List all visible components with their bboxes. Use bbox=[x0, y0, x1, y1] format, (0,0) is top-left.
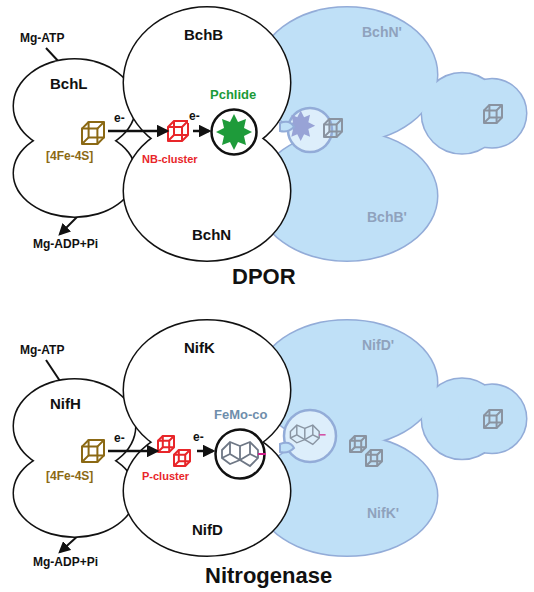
node-label: [4Fe-4S] bbox=[46, 150, 93, 163]
edge-label: e- bbox=[188, 110, 201, 123]
node-label: BchN' bbox=[362, 25, 402, 40]
edge-label: e- bbox=[192, 431, 205, 444]
protein-subunit: BchB NB-clusterBchN Pchlide bbox=[122, 5, 292, 263]
protein-subunit: BchN' BchB' bbox=[262, 5, 530, 263]
node-label: NifD bbox=[192, 522, 223, 539]
node-label: BchL bbox=[50, 76, 88, 93]
subunit-outline bbox=[210, 108, 258, 156]
protein-subunit: NifD' NifK' bbox=[262, 318, 530, 558]
node-label: Pchlide bbox=[210, 88, 256, 102]
cofactor-site: FeMo-co bbox=[214, 428, 266, 480]
protein-subunit: NifH [4Fe-4S] bbox=[12, 378, 137, 538]
node-label: BchB' bbox=[367, 210, 407, 225]
node-label: FeMo-co bbox=[214, 408, 267, 422]
panel-title: DPOR bbox=[232, 265, 296, 289]
node-label: [4Fe-4S] bbox=[46, 470, 93, 483]
substrate-label: Mg-ATP bbox=[20, 344, 64, 357]
electron-transfer-arrow bbox=[197, 450, 213, 453]
protein-subunit: NifK P-clusterNifD FeMo-co bbox=[122, 318, 292, 558]
node-label: NifK bbox=[184, 340, 215, 357]
node-label: NifH bbox=[50, 396, 81, 413]
node-label: NifK' bbox=[367, 506, 399, 521]
substrate-label: Mg-ADP+Pi bbox=[33, 556, 98, 569]
panel-title: Nitrogenase bbox=[205, 564, 332, 588]
edge-label: e- bbox=[113, 112, 126, 125]
electron-transfer-arrow bbox=[108, 450, 157, 453]
node-label: NifD' bbox=[362, 338, 394, 353]
substrate-label: Mg-ADP+Pi bbox=[33, 238, 98, 251]
electron-transfer-arrow bbox=[193, 130, 209, 133]
electron-transfer-arrow bbox=[108, 130, 167, 133]
subunit-outline bbox=[122, 5, 292, 263]
cofactor-site: Pchlide bbox=[210, 108, 258, 156]
substrate-label: Mg-ATP bbox=[20, 32, 64, 45]
protein-subunit: BchL [4Fe-4S] bbox=[12, 58, 137, 218]
node-label: BchB bbox=[184, 27, 223, 44]
subunit-outline bbox=[214, 428, 266, 480]
node-label: P-cluster bbox=[142, 470, 189, 482]
node-label: NB-cluster bbox=[142, 153, 198, 165]
subunit-outline bbox=[262, 318, 530, 558]
node-label: BchN bbox=[192, 227, 231, 244]
edge-label: e- bbox=[113, 432, 126, 445]
